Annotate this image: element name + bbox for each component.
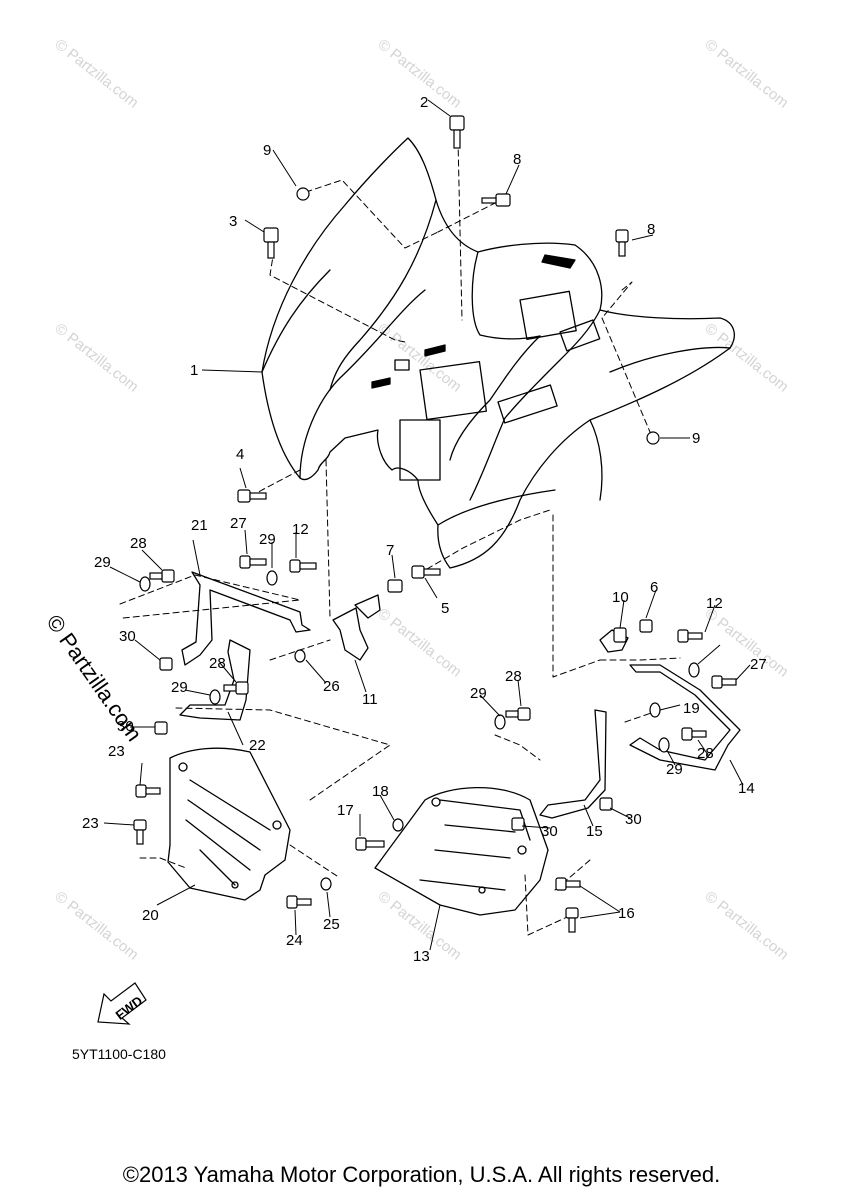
callout-part-30: 30	[117, 718, 134, 735]
bolt-part-8	[481, 193, 511, 207]
callout-part-4: 4	[236, 446, 244, 463]
washer-part-25	[320, 877, 332, 891]
bolt-part-28	[223, 681, 249, 695]
callout-part-29: 29	[94, 554, 111, 571]
bolt-part-24	[286, 895, 312, 909]
callout-part-12: 12	[292, 521, 309, 538]
bolt-part-17	[355, 837, 385, 851]
callout-part-29: 29	[666, 761, 683, 778]
callout-part-23: 23	[82, 815, 99, 832]
bolt-part-3	[449, 115, 465, 149]
nut-part-30	[599, 797, 613, 811]
callout-part-24: 24	[286, 932, 303, 949]
callout-part-29: 29	[470, 685, 487, 702]
clip-part-9	[646, 431, 660, 445]
bolt-part-6	[237, 489, 267, 503]
callout-part-23: 23	[108, 743, 125, 760]
callout-part-30: 30	[119, 628, 136, 645]
washer-part-29	[658, 737, 670, 753]
callout-part-12: 12	[706, 595, 723, 612]
washer-part-29	[688, 662, 700, 678]
washer-part-26	[294, 649, 306, 663]
fwd-arrow: FWD	[97, 982, 147, 1025]
callout-part-27: 27	[230, 515, 247, 532]
nut-part-7	[387, 579, 403, 593]
bracket-10	[599, 629, 629, 653]
bracket-11	[332, 607, 369, 661]
bolt-part-28	[149, 569, 175, 583]
callout-part-22: 22	[249, 737, 266, 754]
callout-part-2: 2	[420, 94, 428, 111]
callout-part-19: 19	[683, 700, 700, 717]
callout-part-8: 8	[513, 151, 521, 168]
callout-part-30: 30	[625, 811, 642, 828]
bolt-part-16	[565, 907, 579, 933]
footrest-guard-20	[167, 747, 291, 901]
callout-part-17: 17	[337, 802, 354, 819]
copyright-notice: ©2013 Yamaha Motor Corporation, U.S.A. A…	[122, 1162, 721, 1187]
bolt-part-27	[711, 675, 737, 689]
nut-part-30	[154, 721, 168, 735]
callout-part-15: 15	[586, 823, 603, 840]
bracket-21	[181, 571, 311, 666]
washer-part-29	[494, 714, 506, 730]
bolt-part-27	[239, 555, 267, 569]
callout-part-9: 9	[263, 142, 271, 159]
diagram-code: 5YT1100-C180	[72, 1046, 166, 1062]
washer-part-29	[266, 570, 278, 586]
nut-part-30	[511, 817, 525, 831]
callout-part-28: 28	[505, 668, 522, 685]
callout-part-28: 28	[130, 535, 147, 552]
callout-part-14: 14	[738, 780, 755, 797]
bolt-part-12	[677, 629, 703, 643]
callout-part-29: 29	[259, 531, 276, 548]
callout-part-10: 10	[612, 589, 629, 606]
bolt-part-12	[289, 559, 317, 573]
callout-part-16: 16	[618, 905, 635, 922]
footrest-guard-13	[374, 786, 549, 916]
bolt-part-4	[411, 565, 441, 579]
bolt-part-16	[555, 877, 581, 891]
bolt-part-28	[681, 727, 707, 741]
callout-part-6: 6	[650, 579, 658, 596]
callout-part-18: 18	[372, 783, 389, 800]
bolt-part-23	[135, 784, 161, 798]
washer-part-18	[392, 818, 404, 832]
callout-part-3: 3	[229, 213, 237, 230]
collar-part-10	[613, 627, 627, 643]
bolt-part-8	[615, 229, 629, 257]
bolt-part-2	[263, 227, 279, 259]
bracket-15	[539, 709, 607, 819]
callout-part-27: 27	[750, 656, 767, 673]
callout-part-26: 26	[323, 678, 340, 695]
bracket-14	[629, 664, 741, 771]
bolt-part-23	[133, 819, 147, 845]
clip-part-9	[296, 187, 310, 201]
callout-part-8: 8	[647, 221, 655, 238]
callout-part-1: 1	[190, 362, 198, 379]
callout-part-28: 28	[209, 655, 226, 672]
washer-part-19	[649, 702, 661, 718]
washer-part-29	[139, 576, 151, 592]
callout-part-9: 9	[692, 430, 700, 447]
callout-part-11: 11	[362, 691, 378, 708]
rear-fender	[261, 137, 735, 569]
callout-labels: 1234567889910111212131415161718192021222…	[82, 94, 767, 965]
washer-part-29	[209, 689, 221, 705]
callout-part-7: 7	[386, 542, 394, 559]
callout-part-25: 25	[323, 916, 340, 933]
nut-part-30	[159, 657, 173, 671]
callout-part-21: 21	[191, 517, 208, 534]
bolt-part-28	[505, 707, 531, 721]
callout-part-13: 13	[413, 948, 430, 965]
callout-part-28: 28	[697, 745, 714, 762]
nut-part-5	[639, 619, 653, 633]
callout-part-30: 30	[541, 823, 558, 840]
callout-part-29: 29	[171, 679, 188, 696]
callout-part-20: 20	[142, 907, 159, 924]
callout-part-5: 5	[441, 600, 449, 617]
